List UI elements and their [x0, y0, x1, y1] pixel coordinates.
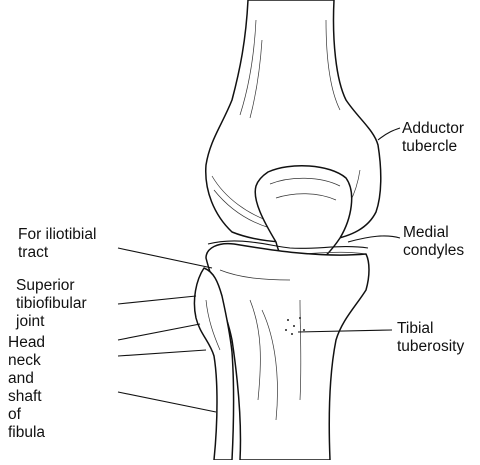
label-adductor-line1: Adductor — [402, 120, 464, 138]
label-fibula: Head neck and shaft of fibula — [8, 334, 45, 442]
label-iliotibial-line1: For iliotibial — [18, 226, 96, 244]
leader-superior — [118, 296, 196, 304]
leader-medial — [348, 236, 400, 242]
label-iliotibial-line2: tract — [18, 244, 96, 262]
leader-adductor — [378, 128, 400, 140]
label-tibial-line2: tuberosity — [397, 338, 464, 356]
leader-iliotibial — [118, 248, 212, 268]
label-medial-line1: Medial — [403, 224, 464, 242]
label-fibula-line1: Head — [8, 334, 45, 352]
label-adductor-tubercle: Adductor tubercle — [402, 120, 464, 156]
label-superior-line2: tibiofibular — [16, 295, 87, 313]
label-superior-tibiofibular-joint: Superior tibiofibular joint — [16, 277, 87, 331]
label-medial-line2: condyles — [403, 242, 464, 260]
label-fibula-line5: of — [8, 406, 45, 424]
label-adductor-line2: tubercle — [402, 138, 464, 156]
label-tibial-line1: Tibial — [397, 320, 464, 338]
label-superior-line3: joint — [16, 313, 87, 331]
label-tibial-tuberosity: Tibial tuberosity — [397, 320, 464, 356]
label-fibula-line6: fibula — [8, 424, 45, 442]
label-iliotibial-tract: For iliotibial tract — [18, 226, 96, 262]
label-fibula-line4: shaft — [8, 388, 45, 406]
leader-head — [118, 324, 200, 340]
label-medial-condyles: Medial condyles — [403, 224, 464, 260]
leader-neck — [118, 350, 206, 356]
leader-shaft — [118, 392, 216, 412]
label-fibula-line3: and — [8, 370, 45, 388]
label-superior-line1: Superior — [16, 277, 87, 295]
label-fibula-line2: neck — [8, 352, 45, 370]
